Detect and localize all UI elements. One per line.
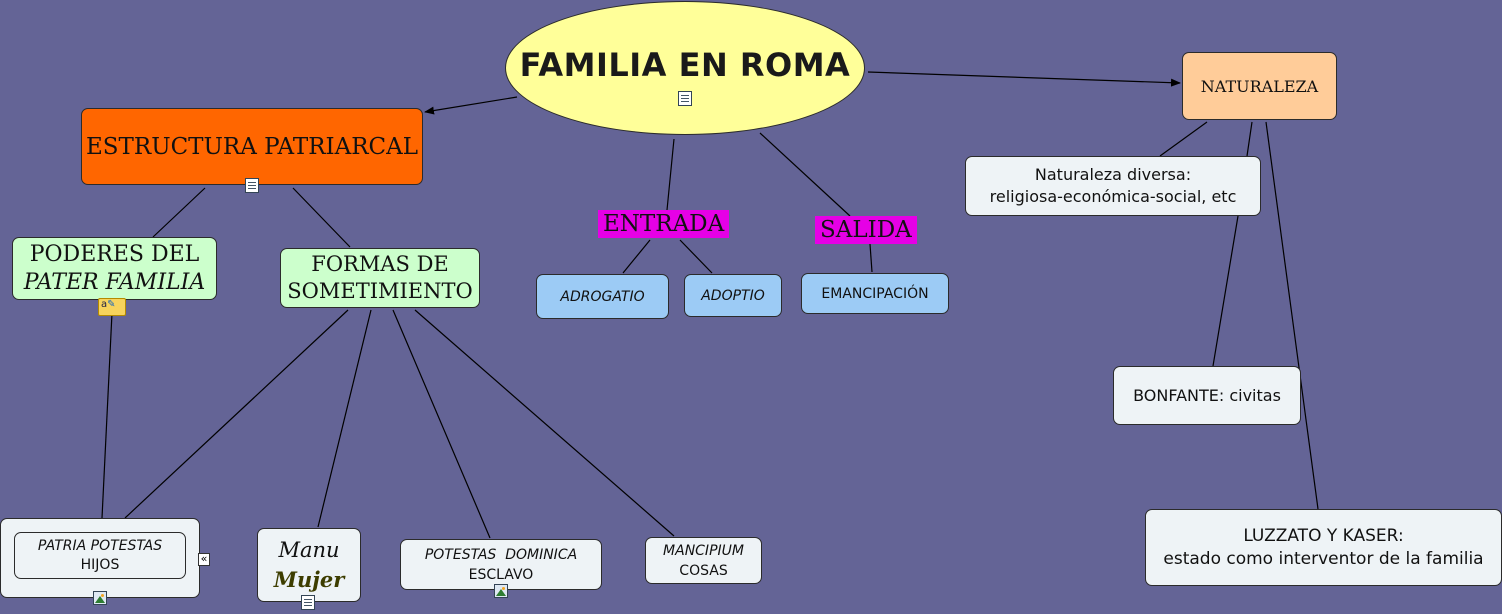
root-node[interactable]: FAMILIA EN ROMA: [505, 1, 865, 135]
document-icon[interactable]: [245, 178, 259, 193]
link-naturaleza-bonfante: [1212, 215, 1239, 367]
mancipium-line1: MANCIPIUM: [663, 542, 744, 559]
dominica-line1: POTESTAS DOMINICA: [424, 546, 578, 563]
link-salida-emancipacion: [869, 243, 873, 273]
link-entrada-adrogatio: [622, 239, 651, 274]
luzzato-line2: estado como interventor de la familia: [1163, 548, 1484, 569]
luzzato-node[interactable]: LUZZATO Y KASER: estado como interventor…: [1145, 509, 1502, 586]
patria-node[interactable]: PATRIA POTESTAS HIJOS: [14, 532, 186, 579]
salida-label[interactable]: SALIDA: [815, 216, 917, 244]
link-naturaleza-diversa: [1159, 121, 1208, 157]
naturaleza-node[interactable]: NATURALEZA: [1182, 52, 1337, 120]
image-icon[interactable]: [494, 584, 508, 598]
patria-line1: PATRIA POTESTAS: [37, 537, 163, 554]
link-estructura-formas: [292, 187, 351, 248]
root-title: FAMILIA EN ROMA: [519, 46, 851, 84]
poderes-node[interactable]: PODERES DEL PATER FAMILIA: [12, 237, 217, 300]
link-root-salida: [759, 132, 851, 217]
adrogatio-node[interactable]: ADROGATIO: [536, 274, 669, 319]
link-root-estructura: [424, 96, 518, 115]
emancipacion-text: EMANCIPACIÓN: [821, 285, 929, 302]
adoptio-text: ADOPTIO: [701, 287, 765, 304]
link-formas-dominica: [392, 309, 491, 539]
entrada-label[interactable]: ENTRADA: [598, 210, 730, 238]
dominica-node[interactable]: POTESTAS DOMINICA ESCLAVO: [400, 539, 602, 590]
link-naturaleza-luzzato: [1265, 121, 1319, 510]
bonfante-node[interactable]: BONFANTE: civitas: [1113, 366, 1301, 425]
mancipium-line2: COSAS: [679, 562, 728, 579]
dominica-line2: ESCLAVO: [468, 566, 534, 583]
link-root-naturaleza: [867, 71, 1181, 87]
document-icon[interactable]: [301, 595, 315, 610]
poderes-line2: PATER FAMILIA: [23, 269, 206, 295]
link-naturaleza-stub: [1246, 121, 1253, 157]
adoptio-node[interactable]: ADOPTIO: [684, 274, 782, 317]
adrogatio-text: ADROGATIO: [560, 288, 645, 305]
estructura-node[interactable]: ESTRUCTURA PATRIARCAL: [81, 108, 423, 185]
manu-line2: Mujer: [273, 567, 345, 592]
note-icon[interactable]: a✎: [98, 298, 126, 316]
manu-line1: Manu: [278, 538, 340, 562]
link-poderes-patria: [101, 312, 113, 519]
collapse-icon[interactable]: «: [198, 553, 210, 566]
formas-line2: SOMETIMIENTO: [287, 279, 473, 303]
document-icon[interactable]: [678, 91, 692, 106]
diversa-node[interactable]: Naturaleza diversa: religiosa-económica-…: [965, 156, 1261, 216]
bonfante-text: BONFANTE: civitas: [1133, 386, 1281, 405]
poderes-line1: PODERES DEL: [29, 241, 200, 267]
emancipacion-node[interactable]: EMANCIPACIÓN: [801, 273, 949, 314]
formas-line1: FORMAS DE: [311, 252, 449, 276]
diversa-line1: Naturaleza diversa:: [1034, 165, 1192, 184]
formas-node[interactable]: FORMAS DE SOMETIMIENTO: [280, 248, 480, 308]
image-icon[interactable]: [93, 591, 107, 605]
link-root-entrada: [666, 138, 675, 211]
link-formas-mancipium: [414, 309, 675, 537]
manu-node[interactable]: Manu Mujer: [257, 528, 361, 602]
mancipium-node[interactable]: MANCIPIUM COSAS: [645, 537, 762, 584]
link-formas-manu: [317, 309, 372, 528]
naturaleza-title: NATURALEZA: [1200, 76, 1319, 96]
luzzato-line1: LUZZATO Y KASER:: [1243, 525, 1404, 546]
link-formas-patria: [124, 309, 349, 519]
diversa-line2: religiosa-económica-social, etc: [989, 187, 1237, 206]
link-entrada-adoptio: [679, 239, 713, 274]
estructura-title: ESTRUCTURA PATRIARCAL: [85, 133, 419, 160]
patria-line2: HIJOS: [80, 556, 120, 573]
link-estructura-poderes: [152, 187, 206, 238]
